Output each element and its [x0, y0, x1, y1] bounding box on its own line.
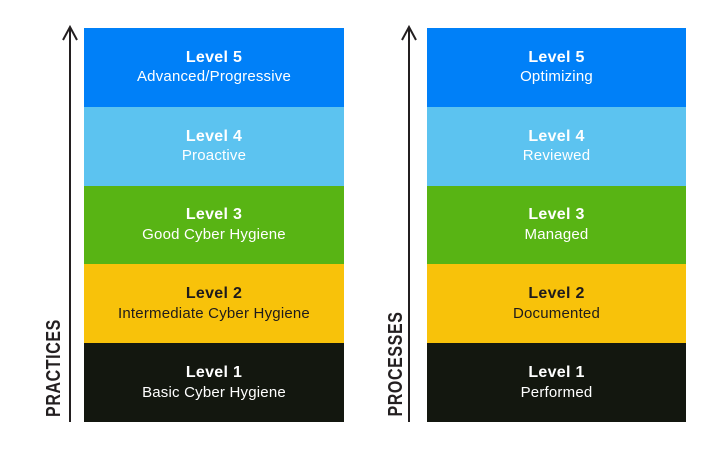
level-title: Level 5 [528, 48, 585, 66]
level-subtitle: Reviewed [522, 147, 591, 165]
level-title: Level 5 [185, 48, 243, 66]
processes-level-5-band: Level 5 Optimizing [427, 28, 686, 107]
level-title: Level 3 [185, 206, 243, 224]
processes-up-arrow-icon [401, 24, 417, 422]
level-title: Level 2 [185, 285, 243, 303]
practices-level-1-band: Level 1 Basic Cyber Hygiene [84, 343, 344, 422]
practices-level-stack: Level 5 Advanced/Progressive Level 4 Pro… [84, 28, 344, 422]
practices-level-5-band: Level 5 Advanced/Progressive [84, 28, 344, 107]
level-title: Level 4 [185, 127, 243, 145]
practices-level-3-band: Level 3 Good Cyber Hygiene [84, 185, 344, 265]
level-subtitle: Intermediate Cyber Hygiene [118, 304, 310, 322]
level-title: Level 4 [528, 127, 585, 145]
level-subtitle: Proactive [181, 147, 247, 165]
level-subtitle: Documented [512, 304, 601, 322]
practices-up-arrow-icon [62, 24, 78, 422]
processes-level-stack: Level 5 Optimizing Level 4 Reviewed Leve… [427, 28, 686, 422]
level-subtitle: Managed [524, 226, 589, 244]
level-subtitle: Good Cyber Hygiene [142, 226, 286, 244]
level-title: Level 3 [528, 206, 585, 224]
practices-level-2-band: Level 2 Intermediate Cyber Hygiene [84, 264, 344, 344]
practices-level-4-band: Level 4 Proactive [84, 106, 344, 186]
level-subtitle: Performed [520, 383, 593, 401]
processes-level-4-band: Level 4 Reviewed [427, 106, 686, 186]
level-title: Level 1 [185, 364, 243, 382]
level-subtitle: Basic Cyber Hygiene [142, 383, 286, 401]
level-title: Level 2 [528, 285, 585, 303]
level-title: Level 1 [528, 364, 585, 382]
level-subtitle: Advanced/Progressive [136, 68, 292, 86]
processes-level-2-band: Level 2 Documented [427, 264, 686, 344]
processes-level-3-band: Level 3 Managed [427, 185, 686, 265]
processes-level-1-band: Level 1 Performed [427, 343, 686, 422]
level-subtitle: Optimizing [520, 68, 593, 86]
